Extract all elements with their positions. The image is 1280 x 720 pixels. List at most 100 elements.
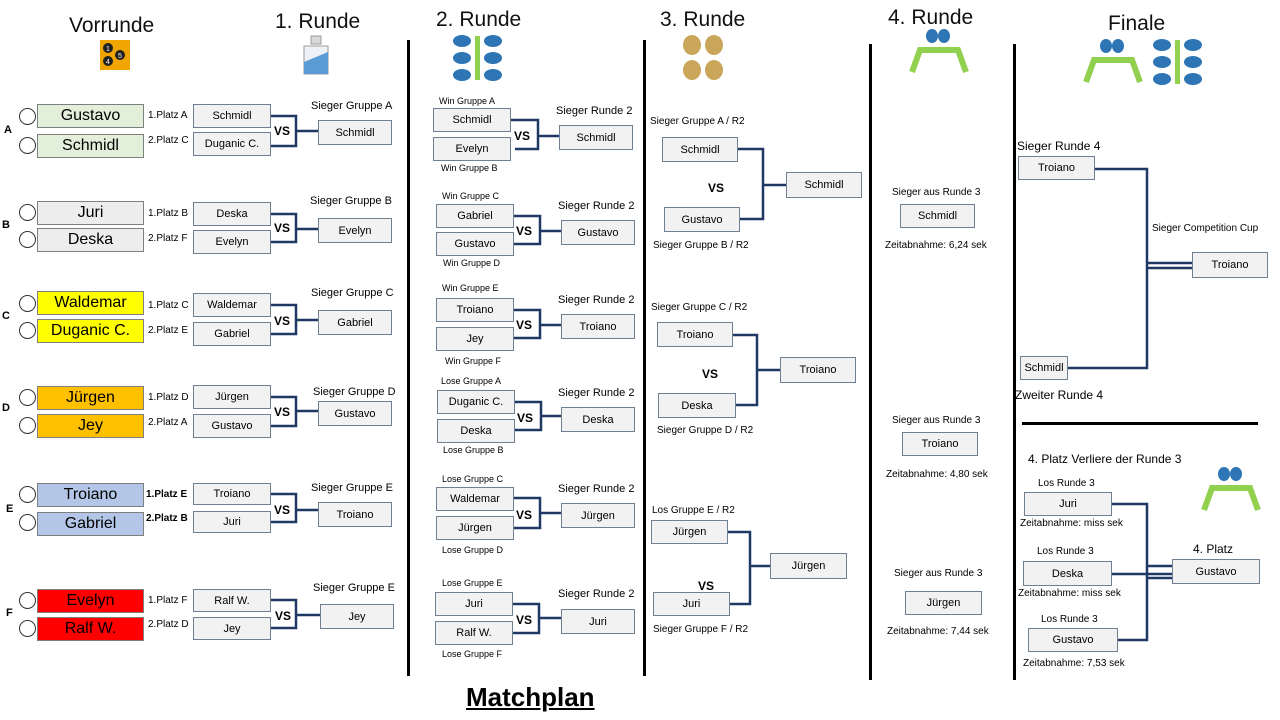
match-slot: Gustavo	[436, 232, 514, 256]
group-letter: C	[2, 310, 10, 322]
match-slot: Juri	[653, 592, 730, 616]
place-label: 1.Platz C	[148, 300, 189, 311]
header-finale: Finale	[1108, 12, 1166, 35]
winner-label: Sieger Runde 2	[558, 588, 635, 600]
dice-icon: 1 4 5	[100, 40, 130, 70]
match-slot: Jey	[436, 327, 514, 351]
winner-slot: Gabriel	[318, 310, 392, 335]
match-label: Sieger Gruppe C / R2	[651, 302, 748, 313]
group-letter: A	[4, 124, 12, 136]
stones-icon	[1152, 38, 1204, 86]
match-label: Win Gruppe C	[442, 191, 500, 201]
winner-slot: Gustavo	[561, 220, 635, 245]
group-radio[interactable]	[19, 417, 36, 434]
match-label: Win Gruppe A	[439, 96, 496, 106]
vs-label: VS	[517, 411, 534, 425]
header-runde-4: 4. Runde	[888, 6, 974, 29]
match-slot: Ralf W.	[193, 589, 271, 612]
place-label: 2.Platz A	[148, 417, 188, 428]
finalist-slot: Troiano	[1018, 156, 1095, 180]
group-radio[interactable]	[19, 514, 36, 531]
place-label: 1.Platz E	[146, 489, 188, 500]
group-radio[interactable]	[19, 620, 36, 637]
column-divider	[643, 40, 646, 676]
winner-slot: Schmidl	[318, 120, 392, 145]
winner-label: Sieger Gruppe E	[313, 582, 395, 594]
winner-slot: Jürgen	[770, 553, 847, 579]
time-label: Zeitabnahme: miss sek	[1018, 588, 1121, 599]
match-slot: Ralf W.	[435, 621, 513, 645]
vs-label: VS	[698, 579, 715, 593]
player-name: Duganic C.	[37, 319, 144, 343]
vs-label: VS	[516, 613, 533, 627]
time-label: Zeitabnahme: 4,80 sek	[886, 469, 988, 480]
match-slot: Deska	[1023, 561, 1112, 586]
stage-label: Sieger Runde 4	[1017, 139, 1101, 153]
header-vorrunde: Vorrunde	[69, 14, 155, 37]
place-label: 1.Platz F	[148, 595, 188, 606]
dice-number: 4	[106, 59, 110, 66]
match-label: Lose Gruppe C	[442, 474, 504, 484]
winner-label: Sieger Gruppe B	[310, 195, 392, 207]
match-slot: Schmidl	[662, 137, 738, 162]
winner-slot: Evelyn	[318, 218, 392, 243]
stage-label: Sieger aus Runde 3	[892, 415, 981, 426]
winner-label: Sieger Runde 2	[558, 200, 635, 212]
stage-label: Los Runde 3	[1041, 614, 1098, 625]
header-runde-2: 2. Runde	[436, 8, 522, 31]
player-name: Waldemar	[37, 291, 144, 315]
winner-label: Sieger Gruppe D	[313, 386, 396, 398]
page-title: Matchplan	[466, 682, 595, 712]
match-slot: Waldemar	[436, 487, 514, 511]
column-divider	[407, 40, 410, 676]
group-radio[interactable]	[19, 295, 36, 312]
match-slot: Schmidl	[433, 108, 511, 132]
winner-slot: Troiano	[780, 357, 856, 383]
time-label: Zeitabnahme: 7,44 sek	[887, 626, 989, 637]
group-radio[interactable]	[19, 389, 36, 406]
group-radio[interactable]	[19, 231, 36, 248]
group-radio[interactable]	[19, 486, 36, 503]
group-letter: F	[6, 607, 13, 619]
vs-label: VS	[702, 367, 719, 381]
winner-slot: Deska	[561, 407, 635, 432]
time-label: Zeitabnahme: miss sek	[1020, 518, 1123, 529]
match-slot: Troiano	[436, 298, 514, 322]
cookies-icon	[682, 34, 724, 82]
champion-slot: Troiano	[1192, 252, 1268, 278]
match-label: Win Gruppe F	[445, 356, 502, 366]
stage-label: Los Runde 3	[1037, 546, 1094, 557]
column-divider	[869, 44, 872, 680]
winner-label: Sieger Runde 2	[558, 294, 635, 306]
player-name: Gustavo	[37, 104, 144, 128]
match-label: Los Gruppe E / R2	[652, 505, 735, 516]
player-name: Juri	[37, 201, 144, 225]
match-slot: Juri	[435, 592, 513, 616]
group-radio[interactable]	[19, 322, 36, 339]
place-label: 1.Platz B	[148, 208, 189, 219]
winner-slot: Schmidl	[559, 125, 633, 150]
match-slot: Troiano	[193, 483, 271, 505]
player-name: Evelyn	[37, 589, 144, 613]
match-label: Lose Gruppe B	[443, 445, 504, 455]
group-radio[interactable]	[19, 204, 36, 221]
match-slot: Jey	[193, 617, 271, 640]
winner-label: Sieger Runde 2	[558, 387, 635, 399]
match-slot: Gustavo	[664, 207, 740, 232]
group-radio[interactable]	[19, 108, 36, 125]
time-label: Zeitabnahme: 6,24 sek	[885, 240, 987, 251]
match-label: Lose Gruppe F	[442, 649, 503, 659]
group-radio[interactable]	[19, 137, 36, 154]
place-label: 2.Platz C	[148, 135, 189, 146]
stage-label: Sieger aus Runde 3	[894, 568, 983, 579]
match-label: Win Gruppe E	[442, 283, 499, 293]
group-radio[interactable]	[19, 592, 36, 609]
header-runde-3: 3. Runde	[660, 8, 746, 31]
match-slot: Gabriel	[436, 204, 514, 228]
finalist-slot: Schmidl	[1020, 356, 1068, 380]
section-heading: 4. Platz Verliere der Runde 3	[1028, 452, 1182, 466]
table-balloons-icon	[1200, 466, 1262, 512]
winner-slot: Jürgen	[561, 503, 635, 528]
match-slot: Deska	[658, 393, 736, 418]
place-label: 2.Platz F	[148, 233, 188, 244]
